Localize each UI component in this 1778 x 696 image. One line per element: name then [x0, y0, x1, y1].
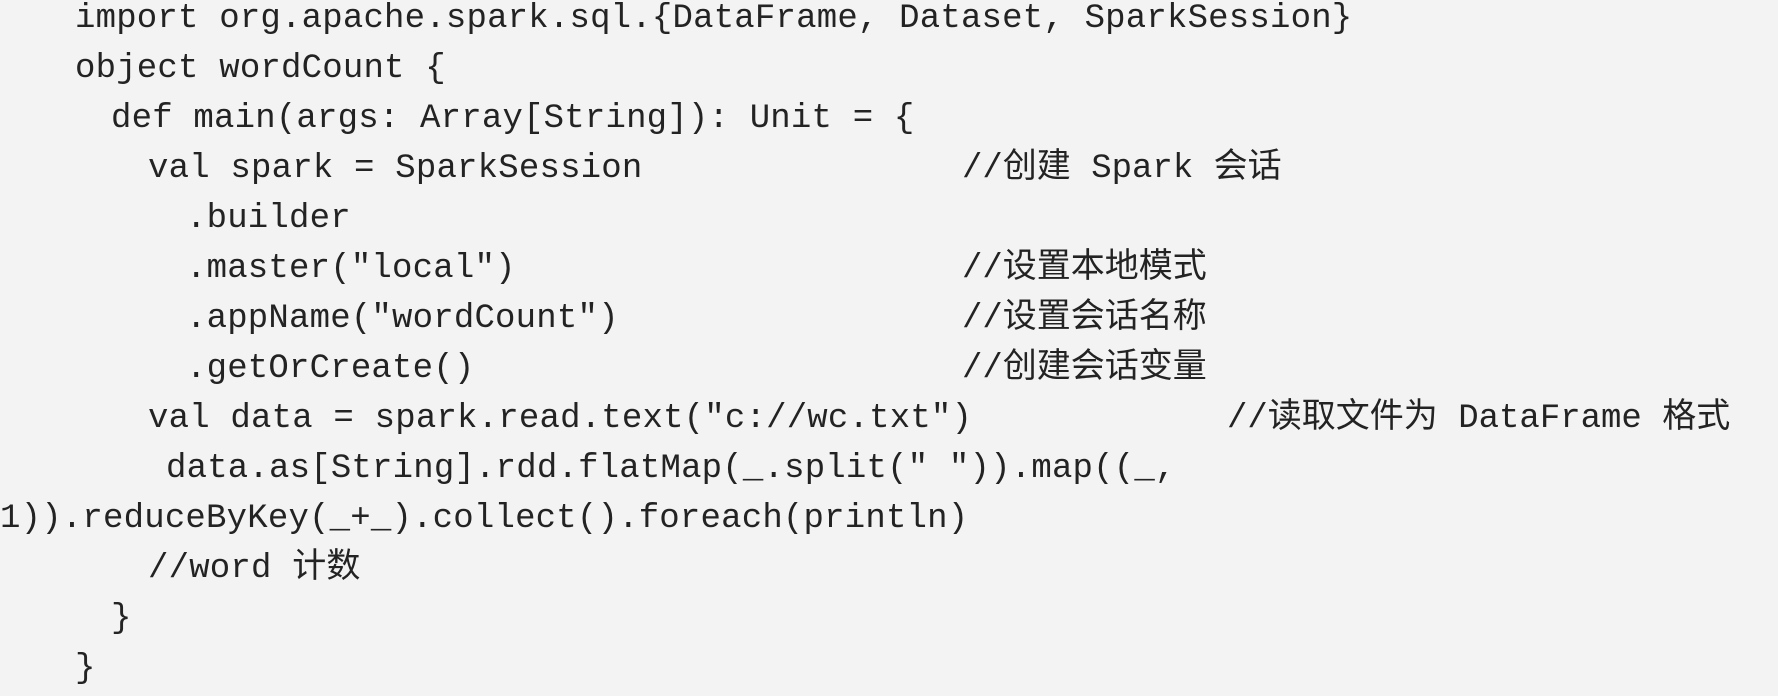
code-line-object-decl: object wordCount {: [75, 50, 446, 88]
code-line-builder: .builder: [186, 200, 351, 238]
code-line-reducebykey: 1)).reduceByKey(_+_).collect().foreach(p…: [0, 500, 969, 538]
code-line-val-data: val data = spark.read.text("c://wc.txt"): [148, 400, 973, 438]
code-comment-set-session-name: //设置会话名称: [962, 300, 1207, 338]
code-line-flatmap: data.as[String].rdd.flatMap(_.split(" ")…: [166, 450, 1176, 488]
code-comment-set-local-mode: //设置本地模式: [962, 250, 1207, 288]
code-comment-create-session: //创建 Spark 会话: [962, 150, 1282, 188]
code-line-main-def: def main(args: Array[String]): Unit = {: [111, 100, 915, 138]
code-line-getorcreate: .getOrCreate(): [186, 350, 475, 388]
code-comment-create-session-var: //创建会话变量: [962, 350, 1207, 388]
code-line-close-main: }: [111, 600, 132, 638]
code-comment-read-file: //读取文件为 DataFrame 格式: [1227, 400, 1731, 438]
code-line-close-object: }: [75, 650, 96, 688]
code-line-import: import org.apache.spark.sql.{DataFrame, …: [75, 0, 1353, 38]
code-line-val-spark: val spark = SparkSession: [148, 150, 643, 188]
code-line-word-count-comment: //word 计数: [148, 550, 361, 588]
code-line-master: .master("local"): [186, 250, 516, 288]
code-line-appname: .appName("wordCount"): [186, 300, 619, 338]
